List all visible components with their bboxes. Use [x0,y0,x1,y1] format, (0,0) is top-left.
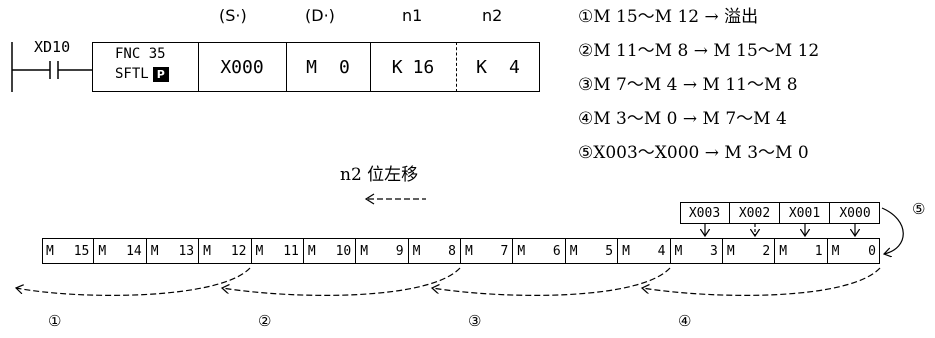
register-prefix: M [46,243,54,259]
register-prefix: M [674,243,683,259]
operand-n1: K 16 [370,42,456,92]
arrow-step-2 [222,267,461,296]
register-number: 5 [605,243,614,259]
sequence-step-5: ⑤X003～X000 → M 3～M 0 [578,143,809,163]
register-prefix: M [412,243,421,259]
input-x000: X000 [839,205,871,221]
operand-n2: K 4 [456,42,540,92]
register-prefix: M [150,243,159,259]
mnemonic-row: SFTL P [115,66,169,82]
sequence-step-1: ①M 15～M 12 → 溢出 [578,7,759,27]
fnc-number: FNC 35 [115,46,166,62]
pulse-mark: P [152,66,169,82]
header-n2: n2 [482,6,503,25]
register-number: 13 [178,243,195,259]
register-prefix: M [255,243,264,259]
register-number: 9 [395,243,404,259]
register-number: 3 [710,243,718,259]
instruction-box [92,42,540,92]
register-number: 15 [73,243,90,259]
arrow-step-4 [642,267,881,296]
operand-s: X000 [220,56,264,78]
register-number: 8 [448,243,456,259]
register-prefix: M [622,243,630,259]
step-label-1: ① [48,312,62,330]
operand-n1-value: 16 [412,56,435,78]
register-number: 2 [762,243,771,259]
sequence-step-3: ③M 7～M 4 → M 11～M 8 [578,75,798,95]
input-x002: X002 [730,202,780,224]
header-d: (D·) [305,6,335,25]
register-cell: M 15 [42,238,95,264]
register-number: 0 [868,243,876,259]
register-number: 1 [814,243,823,259]
register-cell: M 13 [147,238,200,264]
divider-1 [198,42,199,92]
header-n1: n1 [402,6,423,25]
input-step-label: ⑤ [912,200,926,218]
register-prefix: M [307,243,316,259]
divider-2 [286,42,287,92]
register-cell: M 12 [199,238,252,264]
register-prefix: M [203,243,211,259]
divider-3 [370,42,371,92]
register-number: 4 [657,243,666,259]
contact-label: XD10 [34,38,71,56]
register-number: 12 [230,243,247,259]
sequence-step-4: ④M 3～M 0 → M 7～M 4 [578,109,787,129]
register-prefix: M [726,243,735,259]
register-cell: M 14 [94,238,147,264]
operand-d: M 0 [286,42,370,92]
shift-left-arrow [364,193,426,205]
register-prefix: M [517,243,526,259]
register-number: 14 [126,243,142,259]
step-label-2: ② [258,312,272,330]
divider-4 [456,42,457,92]
operand-n2-prefix: K [476,56,487,78]
register-number: 10 [335,243,352,259]
register-prefix: M [98,243,107,259]
input-x001: X001 [780,202,830,224]
register-cell: M 10 [304,238,357,264]
input-box [680,202,880,224]
register-prefix: M [360,243,369,259]
step-label-3: ③ [468,312,482,330]
register-number: 11 [283,243,299,259]
mnemonic: SFTL [115,66,149,82]
input-x003: X003 [680,202,730,224]
operand-n1-prefix: K [391,56,403,78]
step-label-4: ④ [678,312,692,330]
register-prefix: M [779,243,788,259]
register-cell: M 11 [252,238,304,264]
operand-d-prefix: M [306,56,317,78]
operand-n2-value: 4 [509,56,520,78]
shift-label: n2 位左移 [340,165,419,185]
arrow-step-1 [16,267,251,296]
register-box [42,238,880,264]
operand-d-value: 0 [339,56,350,78]
register-number: 6 [552,243,561,259]
arrow-step-5 [881,207,904,254]
register-prefix: M [831,243,840,259]
header-s: (S·) [219,6,247,25]
register-prefix: M [465,243,473,259]
arrow-step-3 [432,267,671,296]
register-number: 7 [500,243,509,259]
sequence-step-2: ②M 11～M 8 → M 15～M 12 [578,41,820,61]
register-prefix: M [569,243,578,259]
ladder-rung [11,42,92,92]
